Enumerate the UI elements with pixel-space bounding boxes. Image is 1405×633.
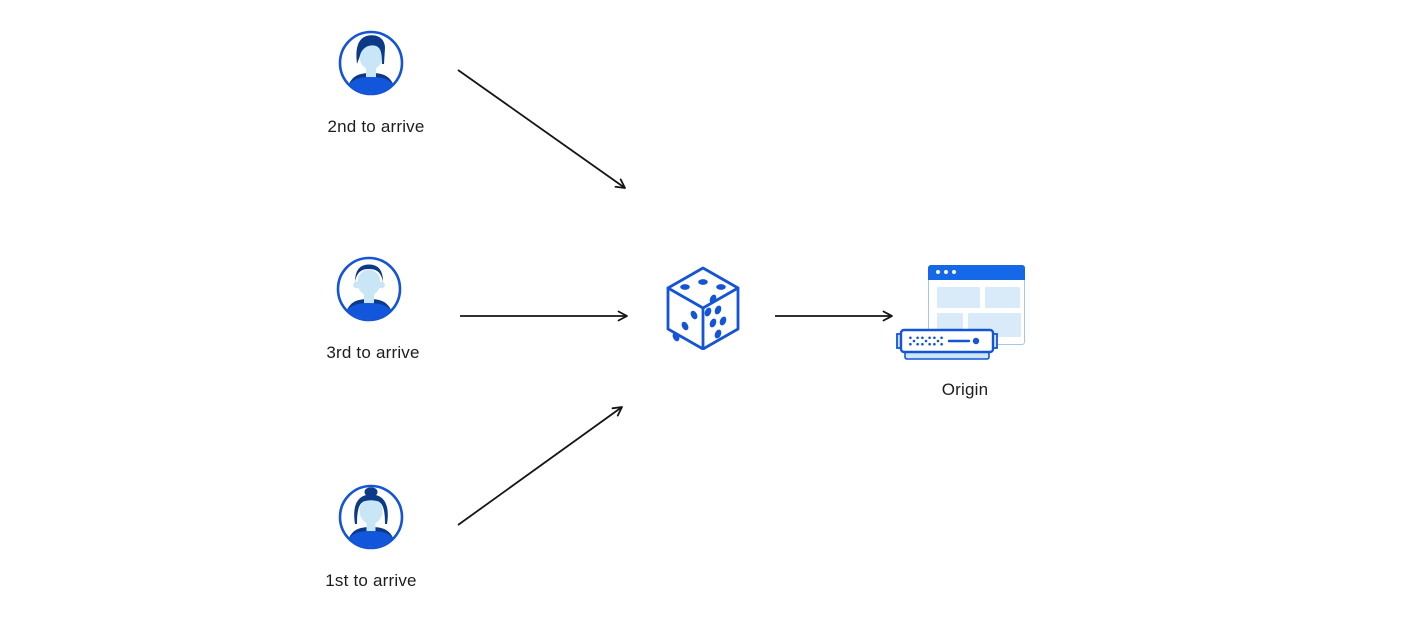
server-icon bbox=[896, 328, 998, 360]
man-quiff-avatar-icon bbox=[338, 30, 404, 96]
client-label-2nd: 2nd to arrive bbox=[327, 117, 425, 136]
origin-label: Origin bbox=[941, 380, 989, 399]
arrow-client2-to-dice bbox=[457, 69, 626, 189]
titlebar-dot bbox=[951, 269, 956, 274]
arrow-client1-to-dice bbox=[457, 406, 623, 526]
woman-bun-avatar-icon bbox=[338, 484, 404, 550]
dice-icon bbox=[666, 266, 740, 350]
titlebar-dot bbox=[935, 269, 940, 274]
client-label-3rd: 3rd to arrive bbox=[326, 343, 420, 362]
wireframe-block bbox=[937, 287, 980, 308]
man-short-hair-avatar-icon bbox=[336, 256, 402, 322]
titlebar-dot bbox=[943, 269, 948, 274]
wireframe-block bbox=[985, 287, 1020, 308]
browser-titlebar bbox=[927, 264, 1025, 280]
client-label-1st: 1st to arrive bbox=[325, 571, 417, 590]
